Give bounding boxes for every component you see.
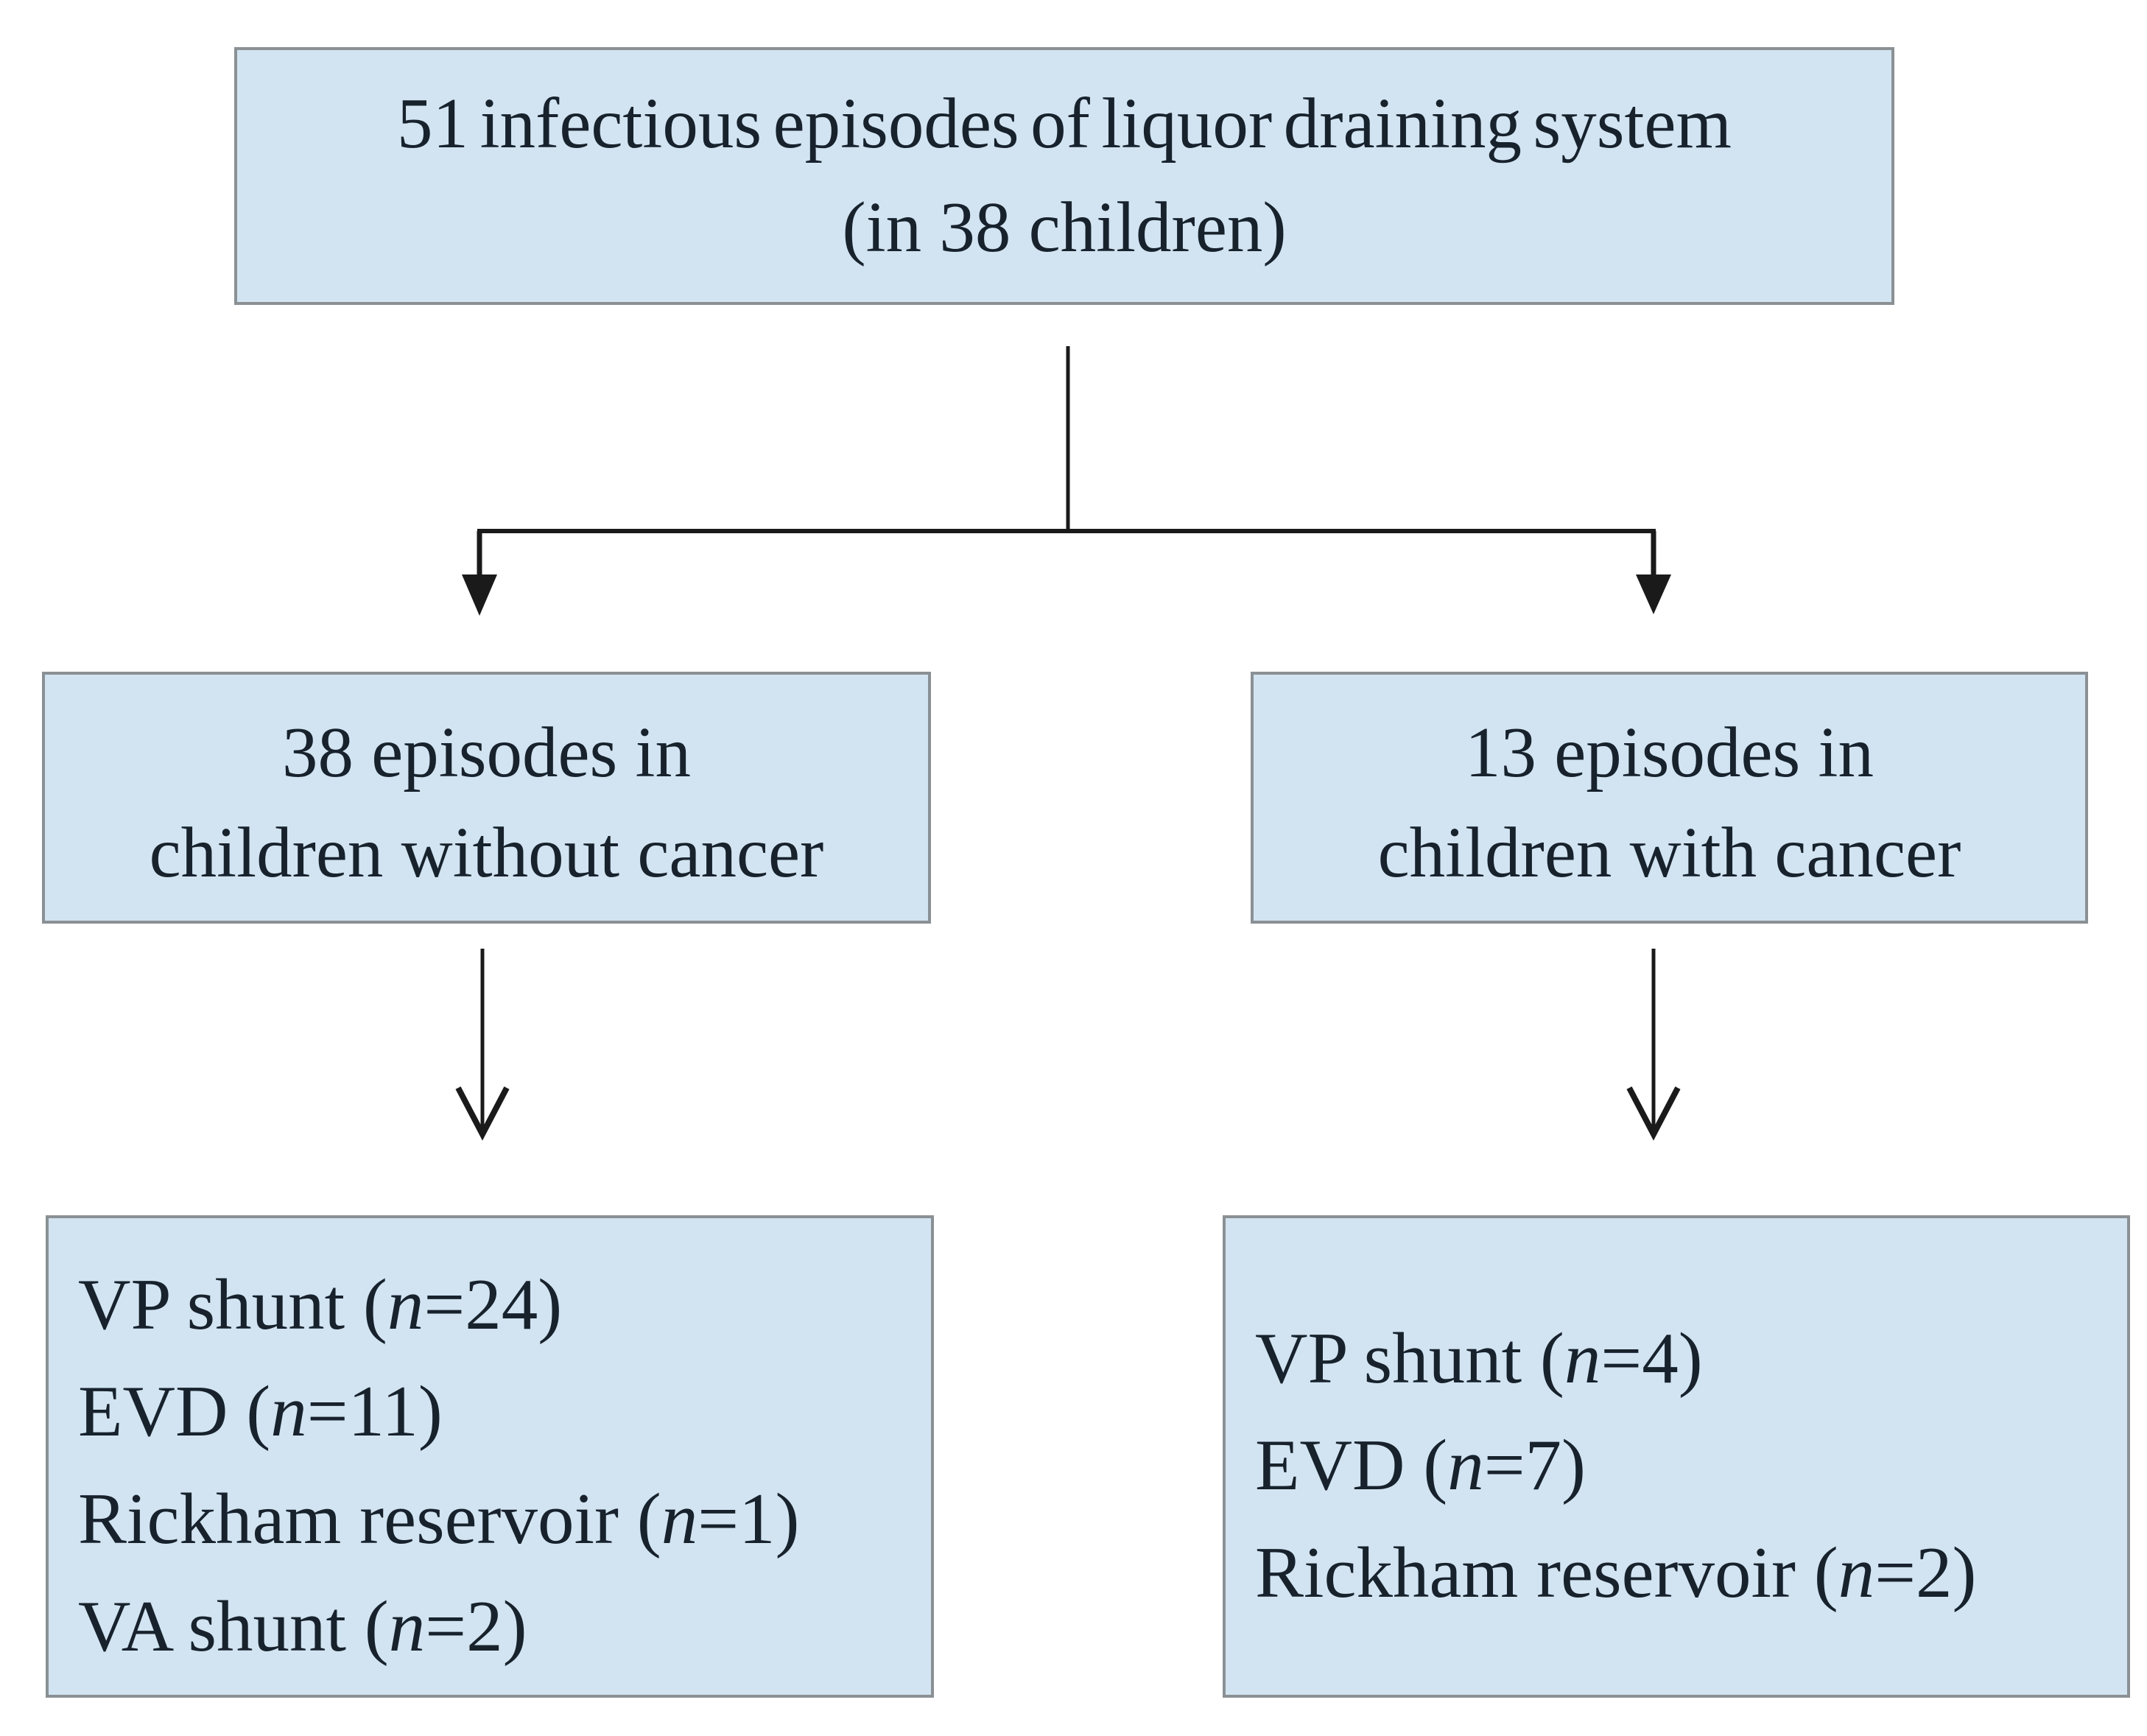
node-branch-with-cancer: 13 episodes in children with cancer bbox=[1251, 672, 2088, 924]
node-leaf-without-cancer: VP shunt (n=24) EVD (n=11) Rickham reser… bbox=[46, 1215, 934, 1698]
node-leaf-with-cancer: VP shunt (n=4) EVD (n=7) Rickham reservo… bbox=[1223, 1215, 2130, 1698]
leaf-item-evd: EVD (n=7) bbox=[1255, 1425, 1586, 1506]
node-root-line1: 51 infectious episodes of liquor drainin… bbox=[397, 84, 1732, 164]
node-root-line2: (in 38 children) bbox=[842, 188, 1287, 267]
leaf-item-vp-shunt: VP shunt (n=24) bbox=[78, 1264, 563, 1345]
node-branch-without-cancer: 38 episodes in children without cancer bbox=[42, 672, 931, 924]
leaf-item-evd: EVD (n=11) bbox=[78, 1371, 443, 1452]
node-branch-without-cancer-line2: children without cancer bbox=[149, 813, 824, 892]
arrowhead-right-leaf bbox=[1626, 1086, 1681, 1141]
node-branch-with-cancer-line1: 13 episodes in bbox=[1464, 713, 1874, 793]
leaf-item-vp-shunt: VP shunt (n=4) bbox=[1255, 1318, 1703, 1399]
arrowhead-left-leaf bbox=[455, 1086, 510, 1141]
node-root: 51 infectious episodes of liquor drainin… bbox=[234, 47, 1894, 305]
node-branch-without-cancer-line1: 38 episodes in bbox=[281, 713, 691, 793]
leaf-item-rickham-reservoir: Rickham reservoir (n=1) bbox=[78, 1479, 800, 1559]
leaf-item-va-shunt: VA shunt (n=2) bbox=[78, 1586, 527, 1667]
node-branch-with-cancer-line2: children with cancer bbox=[1377, 813, 1961, 892]
arrowhead-left-branch bbox=[462, 574, 497, 616]
arrowhead-right-branch bbox=[1636, 574, 1671, 614]
leaf-item-rickham-reservoir: Rickham reservoir (n=2) bbox=[1255, 1532, 1977, 1613]
